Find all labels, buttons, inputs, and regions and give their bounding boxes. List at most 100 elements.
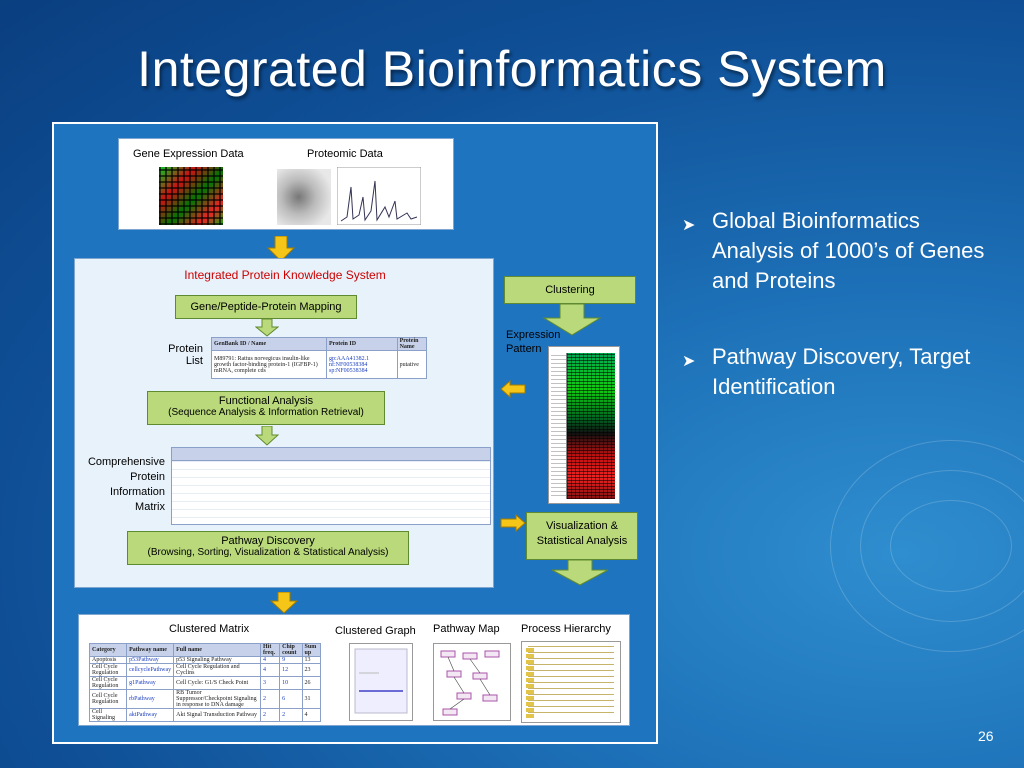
process-hierarchy-image <box>521 641 621 723</box>
cm-cell[interactable]: 4 <box>260 663 281 677</box>
slide-title: Integrated Bioinformatics System <box>137 41 887 97</box>
cm-cell[interactable]: 12 <box>279 663 303 677</box>
pathway-discovery-label: Pathway Discovery <box>221 535 315 547</box>
mass-spec-image <box>337 167 421 225</box>
cm-cell[interactable]: aktPathway <box>126 708 175 722</box>
clustered-graph-label: Clustered Graph <box>335 625 416 637</box>
table-row: Cell Cycle Regulation rbPathway RB Tumor… <box>88 689 322 709</box>
pl-header-protein-name: Protein Name <box>396 337 428 351</box>
cm-cell[interactable]: g1Pathway <box>126 676 175 690</box>
cm-cell[interactable]: p53Pathway <box>126 656 175 664</box>
bullet-item-1: ➤ Global Bioinformatics Analysis of 1000… <box>682 206 1002 296</box>
cm-cell[interactable]: 2 <box>260 708 281 722</box>
protein-list-table: GenBank ID / Name Protein ID Protein Nam… <box>211 337 428 379</box>
cm-header: Pathway name <box>126 643 175 657</box>
cm-cell: RB Tumor Suppressor/Checkpoint Signaling… <box>173 689 262 709</box>
cm-header: Category <box>88 643 128 657</box>
process-hierarchy-label: Process Hierarchy <box>521 623 611 635</box>
cm-cell[interactable]: cellcyclePathway <box>126 663 175 677</box>
cm-cell: Apoptosis <box>88 656 128 664</box>
cm-cell[interactable]: 2 <box>279 708 303 722</box>
pl-cell-protein-name: putative <box>396 350 428 379</box>
microarray-image <box>159 167 223 225</box>
visualization-label: Visualization & Statistical Analysis <box>536 520 628 547</box>
protein-information-matrix <box>171 447 491 525</box>
page-number: 26 <box>978 728 994 744</box>
clustering-box: Clustering <box>504 276 636 304</box>
cm-cell: Cell Cycle Regulation <box>88 663 128 677</box>
cm-cell: Akt Signal Transduction Pathway <box>173 708 262 722</box>
cm-cell: 23 <box>301 663 322 677</box>
ripple-decoration <box>830 440 1024 652</box>
cm-cell[interactable]: rbPathway <box>126 689 175 709</box>
bullet-item-2: ➤ Pathway Discovery, Target Identificati… <box>682 342 1002 402</box>
pathway-map-label: Pathway Map <box>433 623 500 635</box>
cm-cell[interactable]: 9 <box>279 656 303 664</box>
cm-cell[interactable]: 6 <box>279 689 303 709</box>
cm-cell: 26 <box>301 676 322 690</box>
cm-cell: 13 <box>301 656 322 664</box>
arrow-mapping-to-list <box>255 319 279 337</box>
cm-cell: p53 Signaling Pathway <box>173 656 262 664</box>
cm-cell[interactable]: 10 <box>279 676 303 690</box>
proteomic-label: Proteomic Data <box>307 148 383 160</box>
clustered-graph-image <box>349 643 413 721</box>
pl-cell-genbank: M89791: Rattus norvegicus insulin-like g… <box>211 350 327 379</box>
cm-cell: Cell Cycle Regulation and Cyclins <box>173 663 262 677</box>
arrow-visualization-down <box>551 560 609 586</box>
cm-cell: Cell Signaling <box>88 708 128 722</box>
bullet-text-1: Global Bioinformatics Analysis of 1000’s… <box>712 208 985 293</box>
pl-header-genbank: GenBank ID / Name <box>211 337 327 351</box>
protein-list-label: Protein List <box>168 343 203 367</box>
cm-header: Full name <box>173 643 262 657</box>
pathway-discovery-sublabel: (Browsing, Sorting, Visualization & Stat… <box>147 547 389 558</box>
pl-cell-protein-id: gp:AAA41382.1 nf:NF00538384 sp:NF0053838… <box>326 350 398 379</box>
cm-cell[interactable]: 3 <box>260 676 281 690</box>
gene-expression-label: Gene Expression Data <box>133 148 244 160</box>
functional-analysis-sublabel: (Sequence Analysis & Information Retriev… <box>168 407 364 418</box>
arrow-fa-to-matrix <box>255 426 279 446</box>
cm-cell: Cell Cycle: G1/S Check Point <box>173 676 262 690</box>
outputs-box: Clustered Matrix Clustered Graph Pathway… <box>78 614 630 726</box>
cm-cell: 31 <box>301 689 322 709</box>
cm-header: Sum up <box>301 643 322 657</box>
clustering-label: Clustering <box>545 284 595 296</box>
table-row: Cell Cycle Regulation g1Pathway Cell Cyc… <box>88 676 322 690</box>
cm-cell: Cell Cycle Regulation <box>88 689 128 709</box>
diagram-panel: Gene Expression Data Proteomic Data Inte… <box>52 122 658 744</box>
cm-cell[interactable]: 2 <box>260 689 281 709</box>
cm-cell: 4 <box>301 708 322 722</box>
arrow-left-to-heatmap <box>500 380 526 398</box>
functional-analysis-label: Functional Analysis <box>218 395 314 407</box>
visualization-box: Visualization & Statistical Analysis <box>526 512 638 560</box>
down-arrow-1 <box>267 236 295 262</box>
arrow-bullet-icon: ➤ <box>682 353 696 370</box>
expression-pattern-label: Expression Pattern <box>506 329 561 355</box>
table-row: Cell Cycle Regulation cellcyclePathway C… <box>88 663 322 677</box>
input-data-box: Gene Expression Data Proteomic Data <box>118 138 454 230</box>
ipks-box: Integrated Protein Knowledge System Gene… <box>74 258 494 588</box>
cm-cell[interactable]: 4 <box>260 656 281 664</box>
ipks-title: Integrated Protein Knowledge System <box>184 268 386 282</box>
pl-header-protein-id: Protein ID <box>326 337 398 351</box>
bullet-text-2: Pathway Discovery, Target Identification <box>712 344 971 399</box>
pathway-map-image <box>433 643 511 721</box>
clustered-matrix-table: Category Pathway name Full name Hit freq… <box>88 643 322 722</box>
cm-header: Hit freq. <box>260 643 281 657</box>
table-row: Apoptosis p53Pathway p53 Signaling Pathw… <box>88 656 322 664</box>
mapping-label: Gene/Peptide-Protein Mapping <box>190 301 342 313</box>
cm-header: Chip count <box>279 643 303 657</box>
cm-cell: Cell Cycle Regulation <box>88 676 128 690</box>
table-row: Cell Signaling aktPathway Akt Signal Tra… <box>88 708 322 722</box>
arrow-clustering-down <box>542 304 602 336</box>
2d-gel-image <box>277 169 331 225</box>
matrix-label: Comprehensive Protein Information Matrix <box>87 456 165 513</box>
mapping-box: Gene/Peptide-Protein Mapping <box>175 295 357 319</box>
pathway-discovery-box: Pathway Discovery (Browsing, Sorting, Vi… <box>127 531 409 565</box>
arrow-bullet-icon: ➤ <box>682 217 696 234</box>
functional-analysis-box: Functional Analysis (Sequence Analysis &… <box>147 391 385 425</box>
down-arrow-2 <box>270 592 298 614</box>
expression-heatmap <box>548 346 620 504</box>
arrow-right-to-visualization <box>500 514 526 532</box>
clustered-matrix-label: Clustered Matrix <box>169 623 250 635</box>
